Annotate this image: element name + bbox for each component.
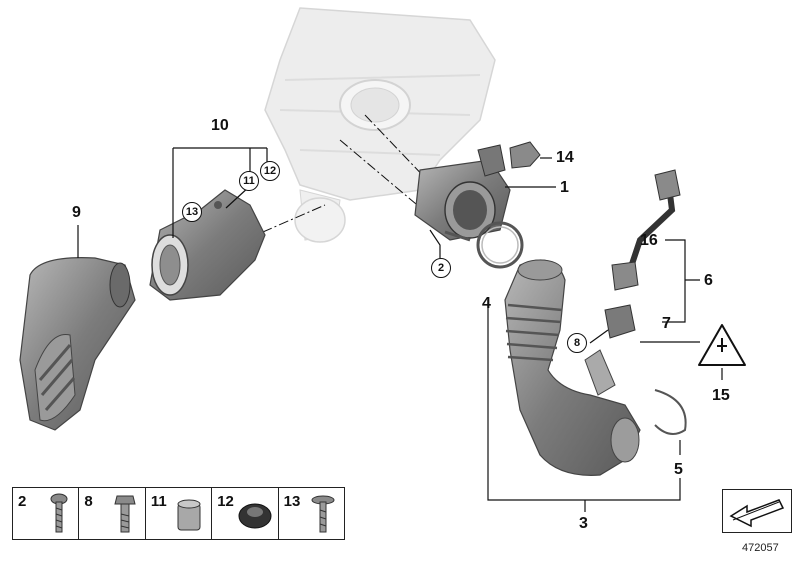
legend-cell-12: 12	[212, 488, 279, 539]
circled-label-11: 11	[239, 171, 259, 191]
hose-clamp	[444, 221, 524, 269]
label-9: 9	[72, 204, 81, 221]
flat-screw-icon	[311, 495, 335, 533]
wire-clip	[654, 389, 687, 435]
leader-lines	[77, 147, 723, 512]
label-10: 10	[211, 117, 229, 134]
legend-cell-2: 2	[13, 488, 80, 539]
label-1: 1	[560, 179, 569, 196]
diagram-id: 472057	[742, 542, 779, 554]
label-14: 14	[556, 149, 574, 166]
legend-number: 12	[217, 493, 234, 510]
air-filter-housing	[264, 7, 496, 243]
label-6: 6	[704, 272, 713, 289]
circled-label-12: 12	[260, 161, 280, 181]
pressure-sensor-cable	[604, 169, 681, 339]
label-7: 7	[662, 315, 671, 332]
connector-14	[509, 141, 541, 169]
intake-duct	[19, 257, 136, 431]
arrow-icon	[729, 499, 785, 528]
circled-label-13: 13	[182, 202, 202, 222]
screw-icon	[50, 493, 68, 533]
intake-adapter	[149, 189, 266, 301]
hex-bolt-icon	[114, 495, 137, 533]
grommet-icon	[238, 503, 272, 529]
navigation-box[interactable]	[722, 489, 792, 533]
label-16: 16	[640, 232, 658, 249]
legend-cell-11: 11	[146, 488, 213, 539]
legend-number: 2	[18, 493, 27, 510]
legend-cell-8: 8	[79, 488, 146, 539]
sleeve-icon	[177, 499, 201, 531]
legend-number: 13	[283, 493, 301, 510]
label-4: 4	[482, 295, 491, 312]
air-mass-meter	[414, 144, 511, 241]
label-5: 5	[674, 461, 683, 478]
legend-cell-13: 13	[279, 488, 344, 539]
warning-triangle-icon	[698, 324, 746, 366]
boost-hose	[504, 259, 641, 476]
label-3: 3	[579, 515, 588, 532]
fastener-legend: 2 8 11 12 13	[12, 487, 345, 540]
label-15: 15	[712, 387, 730, 404]
circled-label-8: 8	[567, 333, 587, 353]
circled-label-2: 2	[431, 258, 451, 278]
legend-number: 11	[150, 493, 167, 510]
legend-number: 8	[84, 493, 93, 510]
